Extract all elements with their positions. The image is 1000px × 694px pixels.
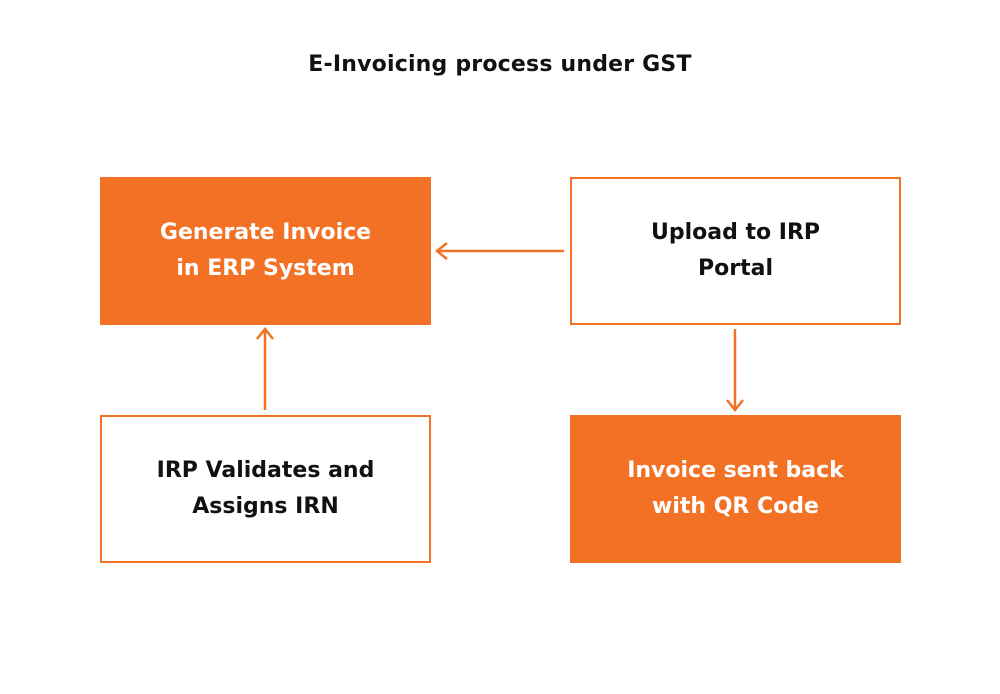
generate-invoice-box: Generate Invoice in ERP System xyxy=(100,177,431,325)
box-label-line: Generate Invoice xyxy=(159,220,372,245)
diagram-title: E-Invoicing process under GST xyxy=(308,52,692,77)
box-label-line: Invoice sent back xyxy=(627,458,844,483)
irp-validates-box: IRP Validates and Assigns IRN xyxy=(100,415,431,563)
box-label-line: with QR Code xyxy=(652,494,819,519)
box-label-line: Upload to IRP xyxy=(650,220,821,245)
box-label-line: in ERP System xyxy=(176,256,355,281)
arrow-validate-to-generate xyxy=(256,326,274,410)
box-label-line: Portal xyxy=(698,256,773,281)
arrow-upload-to-generate xyxy=(434,242,564,260)
box-label-line: IRP Validates and xyxy=(156,458,375,483)
arrow-upload-to-sent xyxy=(726,329,744,413)
invoice-sent-back-box: Invoice sent back with QR Code xyxy=(570,415,901,563)
upload-to-irp-box: Upload to IRP Portal xyxy=(570,177,901,325)
box-label-line: Assigns IRN xyxy=(192,494,339,519)
